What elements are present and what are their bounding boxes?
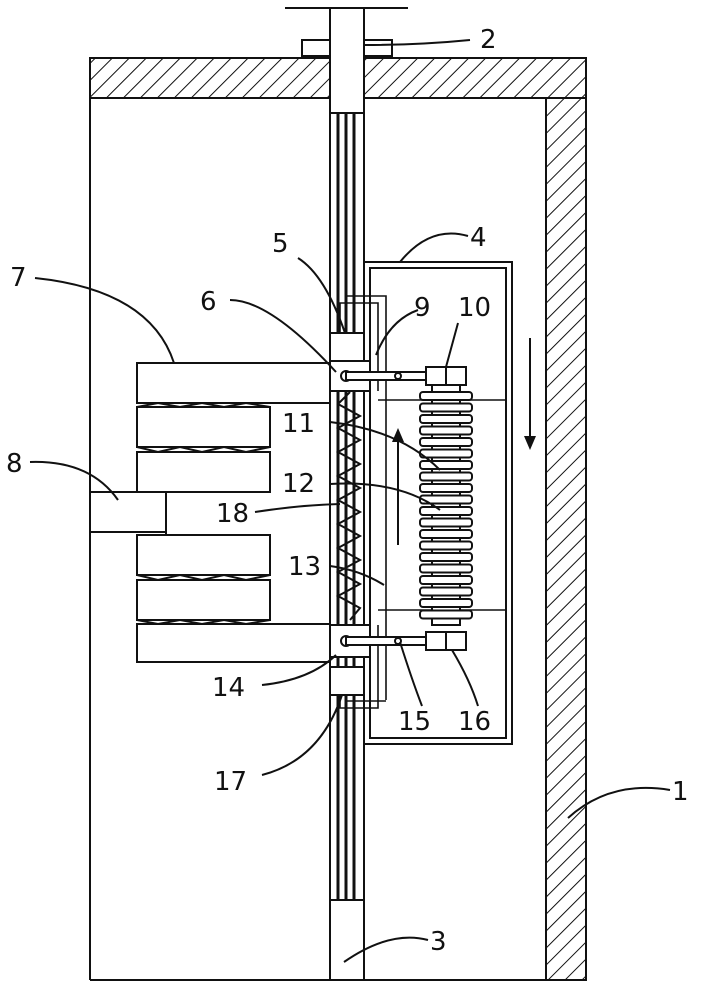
- label-4: 4: [470, 223, 487, 253]
- fin-plate: [419, 540, 473, 551]
- finned-stack: [419, 384, 473, 626]
- up-arrow-icon: [392, 428, 404, 545]
- fin-plate: [419, 575, 473, 585]
- label-3: 3: [430, 927, 447, 957]
- fin-plate: [419, 563, 473, 574]
- fin-plate: [419, 402, 473, 413]
- label-14: 14: [212, 673, 245, 703]
- down-arrow-icon: [524, 338, 536, 450]
- label-1: 1: [672, 777, 689, 807]
- fin-plate: [419, 494, 473, 505]
- fin-plate: [419, 437, 473, 447]
- label-7: 7: [10, 263, 27, 293]
- fin-plate: [419, 425, 473, 436]
- fin-plate: [419, 391, 473, 401]
- upper-jaw: [136, 362, 331, 493]
- fin-plate: [419, 448, 473, 459]
- fin-plate: [419, 460, 473, 470]
- fin-plate: [419, 529, 473, 539]
- label-15: 15: [398, 707, 431, 737]
- label-10: 10: [458, 293, 491, 323]
- fin-plate: [419, 506, 473, 516]
- vertical-rod: [329, 98, 365, 981]
- connector-8: [89, 491, 167, 535]
- label-6: 6: [200, 287, 217, 317]
- lower-arm: [345, 631, 467, 651]
- label-2: 2: [480, 25, 497, 55]
- fin-plate: [419, 517, 473, 528]
- spring-18: [335, 391, 363, 621]
- label-13: 13: [288, 552, 321, 582]
- part-labels: 2 4 5 6 7 9 10 11 12 18 13 8 14 15 16 17…: [6, 25, 689, 957]
- label-9: 9: [414, 293, 431, 323]
- leader-lines: [29, 39, 671, 963]
- label-16: 16: [458, 707, 491, 737]
- label-8: 8: [6, 449, 23, 479]
- fin-plate: [419, 552, 473, 562]
- label-17: 17: [214, 767, 247, 797]
- fin-plate: [419, 609, 473, 620]
- fin-plate: [419, 586, 473, 597]
- pipe-loop: [363, 261, 513, 745]
- fin-plate: [419, 598, 473, 608]
- label-12: 12: [282, 469, 315, 499]
- top-shaft: [285, 7, 408, 114]
- fin-plate: [419, 471, 473, 482]
- fin-plate: [419, 483, 473, 493]
- lower-jaw: [136, 534, 331, 663]
- fin-plate: [419, 414, 473, 424]
- label-18: 18: [216, 499, 249, 529]
- label-11: 11: [282, 409, 315, 439]
- label-5: 5: [272, 229, 289, 259]
